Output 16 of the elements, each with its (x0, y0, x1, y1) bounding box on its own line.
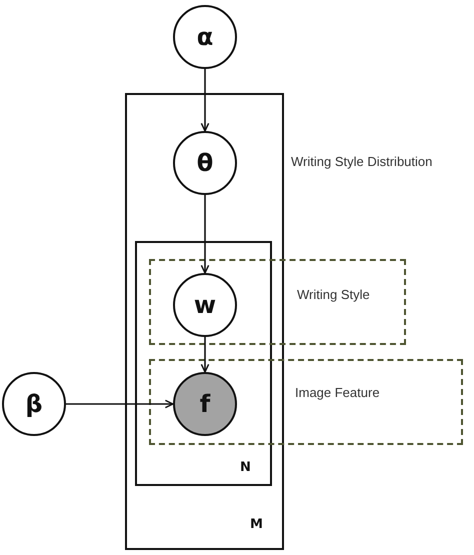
arrow (66, 400, 174, 408)
variable-symbol: β (25, 392, 43, 416)
arrow (200, 195, 210, 274)
plate-box (125, 93, 284, 550)
group-label: Writing Style (297, 287, 370, 302)
variable-symbol: f (200, 392, 210, 416)
plate-label: M (250, 517, 263, 532)
variable-symbol: w (194, 293, 216, 317)
variable-symbol: θ (196, 151, 214, 175)
plate-caption: Writing Style Distribution (291, 154, 432, 169)
arrow (200, 337, 210, 373)
variable-symbol: α (196, 25, 214, 49)
plate-label: N (240, 460, 251, 475)
group-label: Image Feature (295, 385, 380, 400)
plate-box (135, 241, 272, 486)
arrow (200, 69, 210, 132)
